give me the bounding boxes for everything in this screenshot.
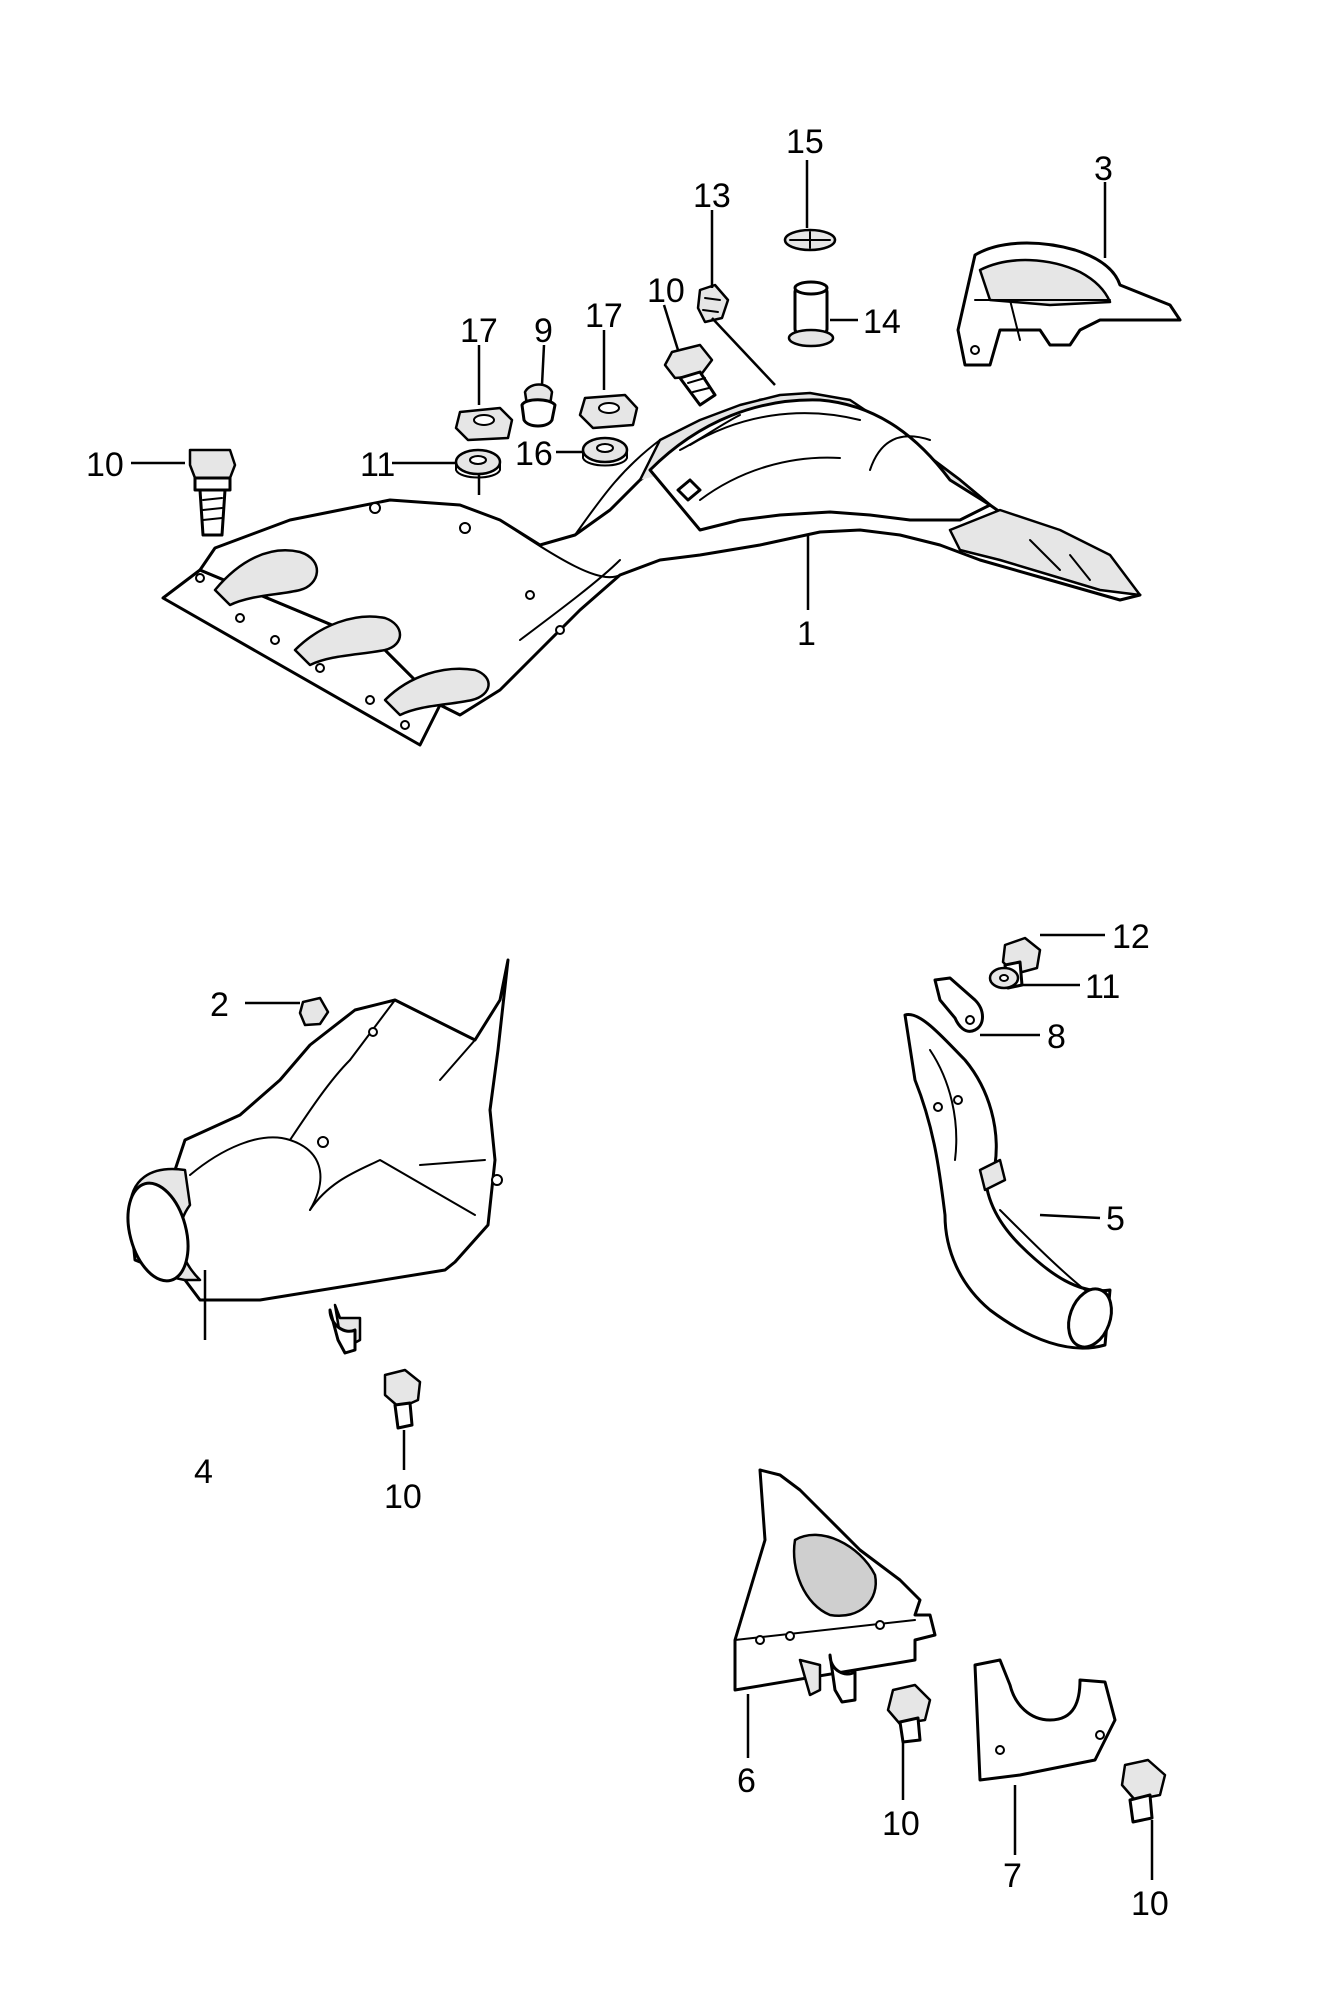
callout-13: 13: [693, 177, 731, 215]
part-3-cover-bracket: [956, 241, 1182, 367]
bracket-8: [933, 976, 984, 1033]
callout-14: 14: [863, 303, 901, 341]
part-1-air-guide-panel: [161, 391, 1142, 747]
clip-2: [298, 996, 330, 1027]
grommet-9: [520, 383, 557, 428]
nut-17-left: [454, 406, 514, 442]
callout-2: 2: [210, 986, 229, 1024]
nut-17-right: [578, 393, 639, 430]
callout-11: 11: [1085, 968, 1120, 1006]
callout-10: 10: [384, 1478, 422, 1516]
part-4-left-air-duct: [126, 958, 510, 1355]
washer-11-top: [454, 448, 502, 479]
callout-9: 9: [534, 312, 553, 350]
bolt-10-duct-left: [383, 1368, 422, 1430]
callout-1: 1: [797, 615, 816, 653]
part-5-right-air-duct: [903, 1013, 1113, 1350]
callout-5: 5: [1106, 1200, 1125, 1238]
callout-4: 4: [194, 1453, 213, 1491]
callout-11: 11: [360, 446, 395, 484]
callout-10: 10: [647, 272, 685, 310]
pin-14: [787, 280, 835, 348]
callout-12: 12: [1112, 918, 1150, 956]
bolt-10-bracket-7: [1120, 1758, 1167, 1824]
callout-7: 7: [1003, 1857, 1022, 1895]
callout-10: 10: [882, 1805, 920, 1843]
callout-17: 17: [585, 297, 623, 335]
callout-6: 6: [737, 1762, 756, 1800]
bolt-10-top: [663, 343, 717, 407]
bolt-10-bracket-6: [886, 1683, 932, 1744]
part-7-u-bracket: [973, 1658, 1117, 1782]
callout-8: 8: [1047, 1018, 1066, 1056]
callout-15: 15: [786, 123, 824, 161]
callout-16: 16: [515, 435, 553, 473]
leader-lines: [131, 160, 1154, 1880]
callout-10: 10: [86, 446, 124, 484]
clip-13: [696, 283, 730, 324]
callout-17: 17: [460, 312, 498, 350]
callout-labels: 10 17 9 17 11 16 10 13 15 14 3 1 2 4 10 …: [86, 123, 1169, 1923]
washer-11-right: [988, 966, 1020, 990]
callout-10: 10: [1131, 1885, 1169, 1923]
part-6-bracket-panel: [733, 1468, 937, 1704]
callout-3: 3: [1094, 150, 1113, 188]
washer-16: [581, 436, 629, 467]
bolt-10-left: [188, 448, 237, 537]
cap-15: [783, 228, 837, 252]
